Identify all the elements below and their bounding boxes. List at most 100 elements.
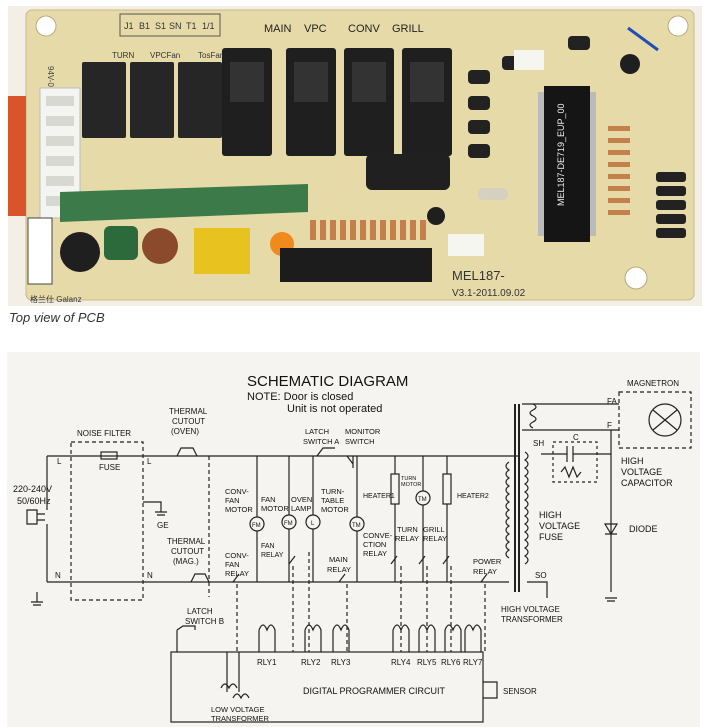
pcb-connector-label-box <box>119 13 221 37</box>
schematic-note: Unit is not operated <box>287 403 382 415</box>
capacitor <box>427 207 445 225</box>
schem-label: C <box>573 433 579 442</box>
schem-label: CAPACITOR <box>621 478 673 488</box>
rly-label: RLY4 <box>391 658 411 667</box>
schem-label: CTION <box>363 540 386 549</box>
schem-label: TURN <box>397 525 418 534</box>
relay-contacts <box>232 555 488 583</box>
conv-fan-motor-label: CONV- FAN MOTOR <box>225 487 253 514</box>
rly-label: RLY6 <box>441 658 461 667</box>
fuse-symbol <box>100 451 118 460</box>
pcb-text: B1 <box>139 21 150 31</box>
pcb-text: VPC <box>304 23 327 35</box>
schem-label: 220-240V <box>13 484 52 494</box>
schem-label: SENSOR <box>503 687 537 696</box>
red-wires <box>8 96 26 216</box>
pcb-text: SN <box>169 21 182 31</box>
schem-label: TRANSFORMER <box>501 615 563 624</box>
hv-fuse-label: HIGH VOLTAGE FUSE <box>539 510 580 542</box>
schem-label: (OVEN) <box>171 427 199 436</box>
resistor-column <box>608 126 630 215</box>
schem-label: MAIN <box>329 555 348 564</box>
right-connector <box>656 172 686 238</box>
capacitor <box>142 228 178 264</box>
digital-programmer-box <box>170 651 484 723</box>
schem-label: DIODE <box>629 524 658 534</box>
heater-wires <box>394 456 448 582</box>
main-relay-label: MAIN RELAY <box>327 555 351 574</box>
pcb-text: 1/1 <box>202 21 215 31</box>
capacitor <box>60 232 100 272</box>
hv-capacitor-box <box>552 441 598 483</box>
so-wire <box>527 581 548 598</box>
pcb-text: TosFan <box>198 51 224 60</box>
monitor-switch <box>346 455 354 468</box>
schem-label: TRANSFORMER <box>211 714 270 723</box>
pcb-photo: J1 B1 S1 SN T1 1/1 TURN VPCFan TosFan MA… <box>8 6 702 306</box>
mount-hole <box>35 15 57 37</box>
hv-wires <box>522 403 619 431</box>
schematic-svg: SCHEMATIC DIAGRAM NOTE: Door is closed U… <box>13 373 692 723</box>
schem-label: GE <box>157 521 169 530</box>
hv-filament-coil <box>529 403 537 429</box>
thermal-oven-switch <box>176 447 198 457</box>
rly-label: RLY5 <box>417 658 437 667</box>
power-relay-label: POWER RELAY <box>473 557 502 576</box>
turn-motor-symbol <box>415 490 431 506</box>
oven-lamp-label: OVEN LAMP <box>291 495 312 513</box>
schem-label: OVEN <box>291 495 312 504</box>
schem-label: FA <box>607 397 617 406</box>
magnetron-symbol <box>648 403 682 437</box>
schem-label: RELAY <box>473 567 497 576</box>
schem-label: RELAY <box>395 534 419 543</box>
schematic-title: SCHEMATIC DIAGRAM <box>247 373 408 390</box>
schem-label: LATCH <box>187 607 213 616</box>
supply-label: 220-240V 50/60Hz <box>13 484 52 506</box>
pcb-text: MEL187- <box>452 268 505 283</box>
thermal-mag-label: THERMAL CUTOUT (MAG.) <box>167 537 206 566</box>
schem-label: CUTOUT <box>171 547 204 556</box>
schem-label: TM <box>418 497 427 503</box>
mount-hole <box>667 15 689 37</box>
schem-label: NOISE FILTER <box>77 429 131 438</box>
schem-label: RELAY <box>261 552 284 559</box>
thermal-mag-switch <box>190 573 210 583</box>
hv-cap-label: HIGH VOLTAGE CAPACITOR <box>621 456 673 488</box>
schem-label: SWITCH B <box>185 617 224 626</box>
schem-label: HEATER1 <box>363 493 395 500</box>
plug-symbol <box>26 509 45 525</box>
power-board <box>60 184 308 222</box>
schem-label: RELAY <box>225 569 249 578</box>
ic-pins <box>538 92 596 236</box>
schem-label: FUSE <box>99 463 120 472</box>
schem-label: SWITCH <box>345 437 375 446</box>
thermal-oven-label: THERMAL CUTOUT (OVEN) <box>169 407 208 436</box>
sensor-symbol <box>483 681 498 699</box>
hv-secondary-coil <box>523 451 529 565</box>
ground-symbol <box>605 597 617 602</box>
pcb-text: VPCFan <box>150 51 180 60</box>
heater1-symbol <box>390 473 400 505</box>
heater2-symbol <box>442 473 452 505</box>
schem-label: MOTOR <box>321 505 349 514</box>
display-header <box>280 248 432 282</box>
small-connector <box>514 50 544 70</box>
schem-label: THERMAL <box>167 537 206 546</box>
rly-labels: RLY1 RLY2 RLY3 RLY4 RLY5 RLY6 RLY7 <box>257 658 483 667</box>
big-relays <box>222 48 452 156</box>
grill-relay-label: GRILL RELAY <box>423 525 447 543</box>
transformer <box>194 228 250 274</box>
hv-primary-coil <box>505 461 511 559</box>
schem-label: CUTOUT <box>172 417 205 426</box>
schem-label: HIGH <box>621 456 644 466</box>
schem-label: L <box>311 521 315 527</box>
schem-label: MONITOR <box>345 427 381 436</box>
brand-logo-box <box>27 217 53 285</box>
pcb-text: V3.1-2011.09.02 <box>452 288 526 299</box>
oven-lamp-symbol <box>305 514 321 530</box>
schem-label: N <box>55 571 61 580</box>
schem-label: CONV- <box>225 487 249 496</box>
schem-label: GRILL <box>423 525 445 534</box>
schem-label: SWITCH A <box>303 437 339 446</box>
schem-label: HIGH <box>539 510 562 520</box>
